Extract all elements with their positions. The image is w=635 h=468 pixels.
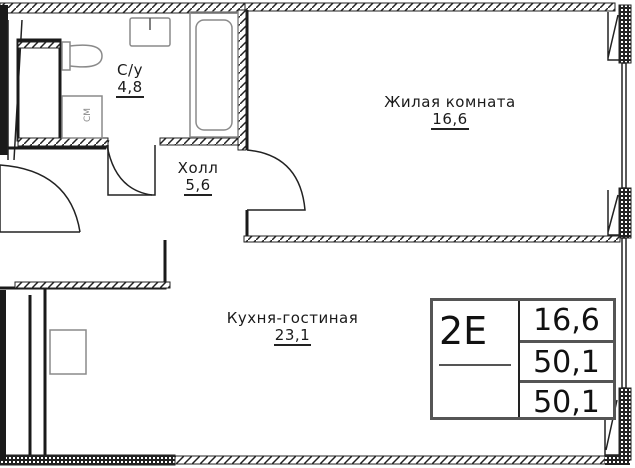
room-bathroom: С/у 4,8 bbox=[110, 62, 150, 98]
code-underline bbox=[439, 364, 511, 366]
room-area: 23,1 bbox=[273, 326, 312, 346]
living-area-value: 16,6 bbox=[533, 302, 600, 338]
fridge-icon bbox=[49, 329, 87, 375]
apartment-code: 2E bbox=[439, 309, 488, 353]
room-living: Жилая комната 16,6 bbox=[355, 94, 545, 130]
room-name: Жилая комната bbox=[384, 93, 516, 111]
fixtures bbox=[49, 11, 239, 375]
room-area: 4,8 bbox=[116, 78, 144, 98]
room-name: С/у bbox=[117, 61, 143, 79]
doors bbox=[0, 144, 306, 233]
room-name: Холл bbox=[177, 159, 219, 177]
legend-divider bbox=[518, 301, 520, 417]
room-kitchen-living: Кухня-гостиная 23,1 bbox=[195, 310, 390, 346]
washer-icon bbox=[61, 95, 103, 139]
room-area: 16,6 bbox=[431, 110, 469, 130]
room-area: 5,6 bbox=[184, 176, 212, 196]
total-area-value-2: 50,1 bbox=[520, 380, 613, 421]
room-hall: Холл 5,6 bbox=[168, 160, 228, 196]
partitions bbox=[14, 9, 621, 289]
washer-label: СМ bbox=[83, 108, 93, 122]
toilet-icon bbox=[61, 41, 103, 71]
bathtub-icon bbox=[189, 11, 239, 138]
apartment-legend: 2E 16,6 50,1 50,1 bbox=[430, 298, 616, 420]
total-area-value: 50,1 bbox=[520, 340, 613, 381]
room-name: Кухня-гостиная bbox=[226, 309, 359, 327]
